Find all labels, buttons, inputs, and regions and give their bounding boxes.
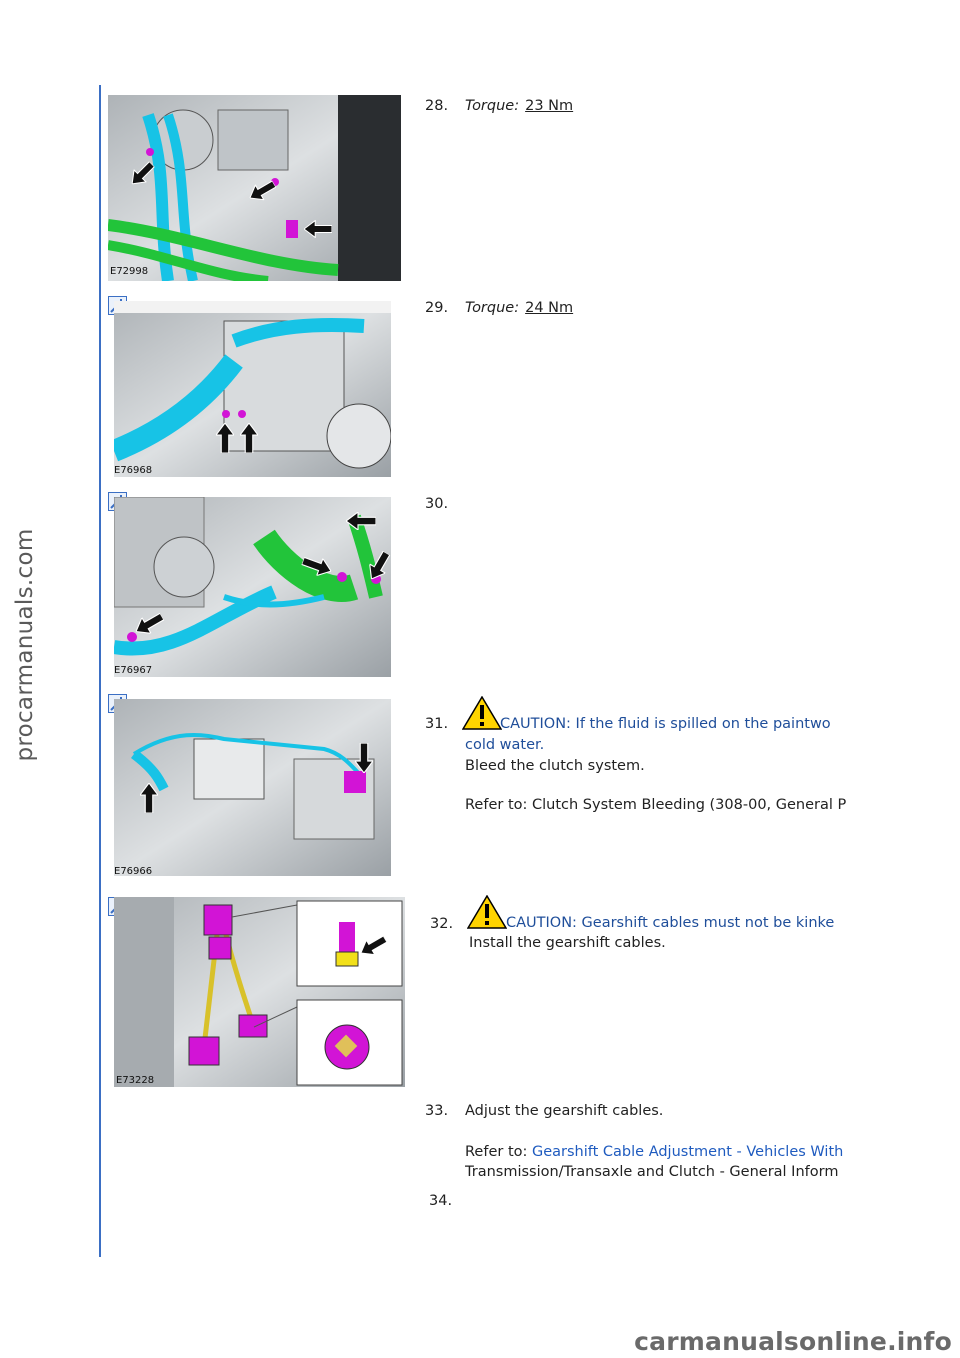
torque-label: Torque:	[465, 98, 520, 114]
image-code: E73228	[116, 1075, 155, 1086]
left-margin-rule	[99, 85, 101, 1257]
step-instruction: Adjust the gearshift cables.	[465, 1103, 664, 1119]
image-code: E76967	[114, 665, 153, 676]
step-number: 33.	[425, 1103, 449, 1119]
torque-spec: Torque: 24 Nm	[465, 300, 573, 316]
footer-watermark: carmanualsonline.info	[634, 1327, 952, 1356]
image-code: E72998	[110, 266, 149, 277]
caution-text: CAUTION: Gearshift cables must not be ki…	[506, 915, 835, 931]
step-30-illustration	[114, 497, 391, 677]
warning-triangle-icon	[462, 696, 502, 730]
side-watermark: procarmanuals.com	[12, 528, 38, 762]
torque-value: 24 Nm	[525, 300, 574, 316]
step-31-illustration	[114, 699, 391, 876]
step-number: 32.	[430, 916, 454, 932]
warning-triangle-icon	[467, 895, 507, 929]
step-number: 30.	[425, 496, 449, 512]
torque-value: 23 Nm	[525, 98, 574, 114]
step-32-illustration	[114, 897, 405, 1087]
image-code: E76968	[114, 465, 153, 476]
step-instruction: Bleed the clutch system.	[465, 758, 645, 774]
step-28-illustration	[108, 95, 401, 281]
caution-text: CAUTION: If the fluid is spilled on the …	[500, 716, 831, 732]
refer-to-continued: Transmission/Transaxle and Clutch - Gene…	[465, 1164, 839, 1180]
image-code: E76966	[114, 866, 153, 877]
step-instruction: Install the gearshift cables.	[469, 935, 666, 951]
step-number: 34.	[429, 1193, 453, 1209]
refer-to-text: Refer to: Clutch System Bleeding (308-00…	[465, 797, 847, 813]
torque-spec: Torque: 23 Nm	[465, 98, 573, 114]
caution-text-continued: cold water.	[465, 737, 545, 753]
refer-to-prefix: Refer to:	[465, 1144, 528, 1160]
step-29-illustration	[114, 301, 391, 477]
torque-label: Torque:	[465, 300, 520, 316]
refer-to-line: Refer to: Gearshift Cable Adjustment - V…	[465, 1144, 874, 1160]
step-number: 31.	[425, 716, 449, 732]
step-number: 28.	[425, 98, 449, 114]
step-number: 29.	[425, 300, 449, 316]
gearshift-cable-adjustment-link[interactable]: Gearshift Cable Adjustment - Vehicles Wi…	[532, 1144, 844, 1160]
